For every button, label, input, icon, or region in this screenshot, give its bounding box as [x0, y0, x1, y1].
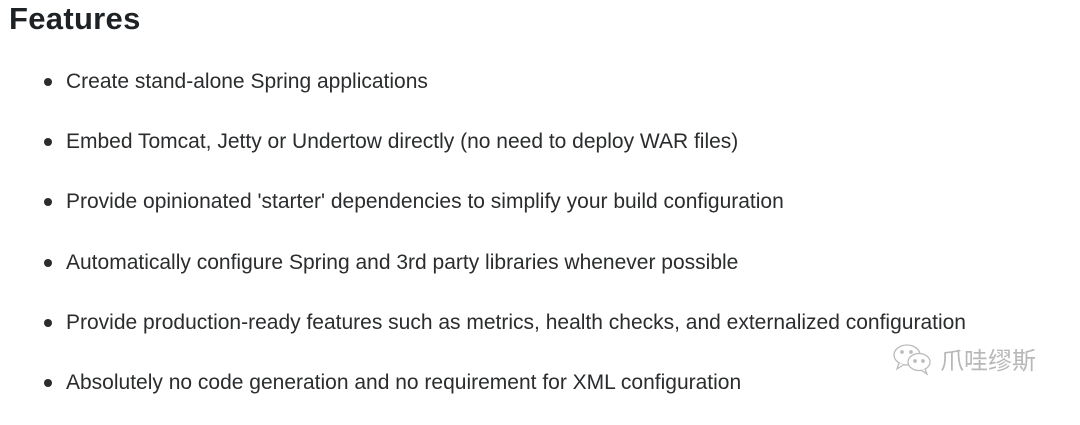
list-item: Automatically configure Spring and 3rd p… — [0, 245, 966, 305]
list-item: Embed Tomcat, Jetty or Undertow directly… — [0, 124, 966, 184]
list-item: Absolutely no code generation and no req… — [0, 365, 966, 425]
watermark: 爪哇缪斯 — [892, 341, 1036, 376]
list-item: Provide production-ready features such a… — [0, 305, 966, 365]
list-item-text: Absolutely no code generation and no req… — [66, 370, 742, 394]
bullet-icon — [44, 198, 52, 207]
bullet-icon — [44, 78, 52, 86]
list-item-text: Provide opinionated 'starter' dependenci… — [66, 190, 784, 214]
bullet-icon — [44, 258, 52, 267]
wechat-icon — [892, 342, 934, 376]
bullet-icon — [44, 138, 52, 147]
watermark-text: 爪哇缪斯 — [940, 348, 1036, 375]
feature-list: Create stand-alone Spring applications E… — [0, 64, 966, 425]
section-heading: Features — [9, 1, 141, 36]
list-item-text: Create stand-alone Spring applications — [66, 70, 428, 93]
list-item-text: Embed Tomcat, Jetty or Undertow directly… — [66, 130, 739, 154]
list-item: Create stand-alone Spring applications — [0, 64, 966, 124]
list-item: Provide opinionated 'starter' dependenci… — [0, 184, 966, 244]
bullet-icon — [44, 318, 52, 327]
list-item-text: Provide production-ready features such a… — [66, 310, 966, 334]
bullet-icon — [44, 378, 52, 387]
list-item-text: Automatically configure Spring and 3rd p… — [66, 250, 739, 274]
